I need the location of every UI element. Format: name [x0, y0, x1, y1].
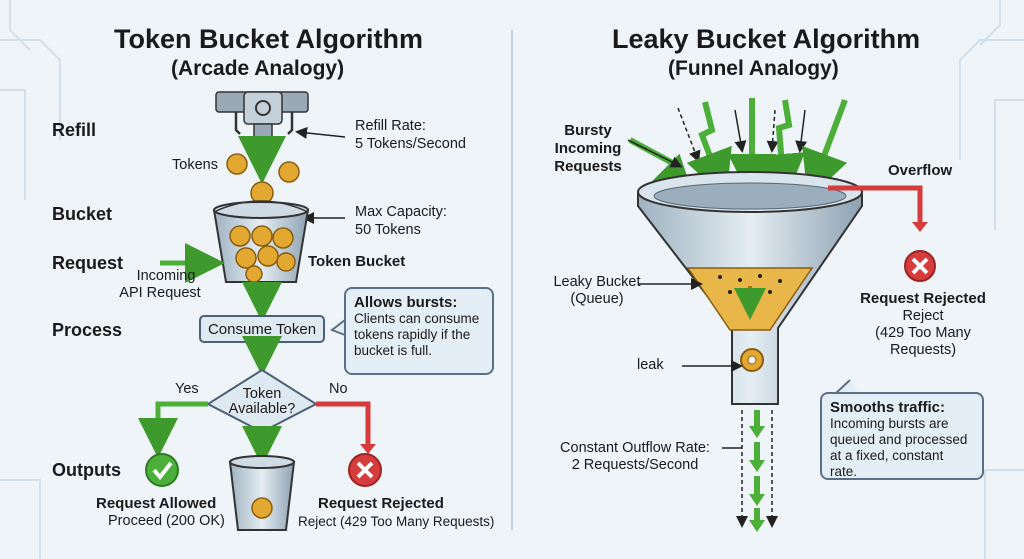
leaky-subtitle: (Funnel Analogy) — [668, 57, 839, 80]
incoming-api-label-2: API Request — [119, 285, 201, 301]
smooths-traffic-line-3: at a fixed, constant rate. — [830, 448, 944, 479]
no-arrow — [316, 401, 371, 448]
reject-x-icon — [348, 453, 382, 487]
consume-token-text: Consume Token — [207, 321, 317, 338]
refill-rate-label: Refill Rate: — [355, 118, 426, 134]
outflow-label-2: 2 Requests/Second — [571, 457, 699, 473]
smooths-traffic-line-1: Incoming bursts are — [830, 416, 949, 431]
outflow-arrows — [736, 410, 778, 532]
token-subtitle: (Arcade Analogy) — [171, 57, 345, 80]
refill-rate-value: 5 Tokens/Second — [355, 136, 466, 152]
output-bucket-icon — [228, 455, 296, 531]
overflow-x-icon — [904, 250, 936, 282]
process-label: Process — [52, 320, 123, 340]
bursty-line-3: Requests — [554, 158, 622, 175]
yes-arrow — [138, 401, 208, 458]
overflow-arrow — [828, 185, 923, 225]
allows-bursts-line-2: tokens rapidly if the — [354, 327, 471, 342]
outputs-label: Outputs — [52, 460, 121, 480]
leaky-bucket-label-2: (Queue) — [570, 291, 624, 307]
check-icon — [145, 453, 179, 487]
outflow-label-1: Constant Outflow Rate: — [560, 440, 710, 456]
max-capacity-value: 50 Tokens — [355, 222, 421, 238]
smooths-traffic-title: Smooths traffic: — [830, 399, 946, 416]
leaky-rejected-title: Request Rejected — [860, 290, 986, 307]
no-label: No — [329, 381, 348, 397]
token-bucket-icon — [212, 200, 310, 283]
incoming-api-label-1: Incoming — [136, 268, 196, 284]
allows-bursts-line-1: Clients can consume — [354, 311, 480, 326]
smooths-traffic-line-2: queued and processed — [830, 432, 968, 447]
leaky-rejected-line-1: Reject — [902, 308, 944, 324]
allowed-sub: Proceed (200 OK) — [108, 513, 225, 529]
max-capacity-label: Max Capacity: — [355, 204, 447, 220]
leaky-bucket-label-1: Leaky Bucket — [553, 274, 641, 290]
request-label: Request — [52, 253, 124, 273]
smooths-traffic-note: Smooths traffic: Incoming bursts are que… — [820, 392, 984, 480]
allowed-title: Request Allowed — [96, 495, 217, 512]
decision-line-2: Available? — [228, 401, 296, 417]
token-rejected-title: Request Rejected — [318, 495, 444, 512]
allows-bursts-line-3: bucket is full. — [354, 343, 433, 358]
allows-bursts-title: Allows bursts: — [354, 294, 458, 311]
refill-label: Refill — [52, 120, 97, 140]
token-coins — [226, 153, 300, 205]
funnel-icon — [637, 171, 863, 405]
token-rejected-sub: Reject (429 Too Many Requests) — [298, 514, 495, 529]
leaky-rejected-line-2: (429 Too Many — [875, 325, 971, 341]
bursty-line-1: Bursty — [564, 122, 612, 139]
bucket-label: Bucket — [52, 204, 113, 224]
leaky-title: Leaky Bucket Algorithm — [612, 24, 921, 54]
tokens-label: Tokens — [172, 157, 218, 173]
overflow-label: Overflow — [888, 162, 953, 179]
bursty-line-2: Incoming — [554, 140, 622, 157]
token-title: Token Bucket Algorithm — [114, 24, 424, 54]
allows-bursts-note: Allows bursts: Clients can consume token… — [344, 287, 494, 375]
leaky-rejected-line-3: Requests) — [889, 342, 957, 358]
refill-machine-icon — [215, 91, 309, 141]
yes-label: Yes — [175, 381, 199, 397]
decision-line-1: Token — [242, 386, 282, 402]
token-bucket-label: Token Bucket — [308, 253, 406, 270]
leak-label: leak — [637, 357, 664, 373]
